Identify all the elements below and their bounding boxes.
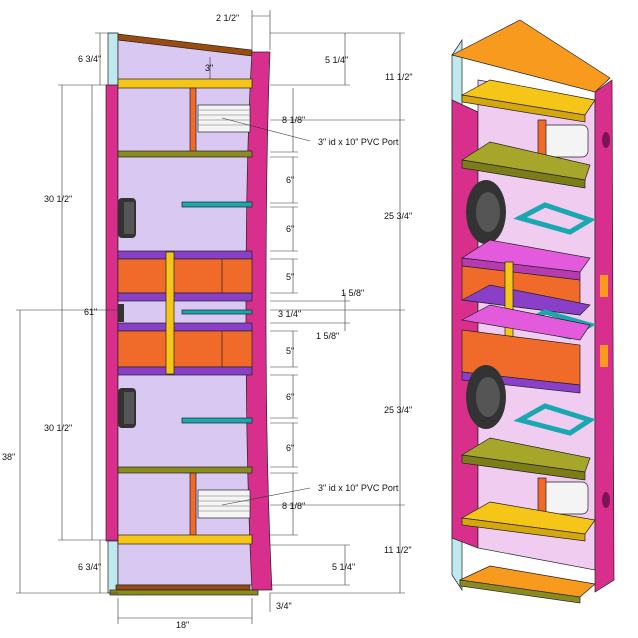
upper-port-divider [189, 87, 197, 153]
label-port-bottom: 3" id x 10" PVC Port [318, 483, 399, 493]
dim-mid-c: 1 5/8" [316, 331, 339, 341]
left-side-panel [105, 84, 119, 542]
lower-brace-shelf [117, 534, 253, 545]
upper-teal-brace [181, 201, 253, 208]
lower-olive-shelf [117, 466, 253, 474]
dim-top-right-a: 5 1/4" [325, 55, 348, 65]
dim-top-offset: 2 1/2" [216, 13, 239, 23]
dim-total-left: 61" [84, 307, 97, 317]
dim-bottom-right-a: 5 1/4" [332, 562, 355, 572]
dim-far-left: 38" [2, 452, 15, 462]
dim-top-left: 6 3/4" [78, 54, 101, 64]
bottom-board [115, 584, 251, 591]
dim-mid-a: 1 5/8" [341, 288, 364, 298]
label-port-top: 3" id x 10" PVC Port [318, 137, 399, 147]
upper-port-ribs [198, 109, 250, 126]
lower-pvc-port [197, 489, 251, 519]
iso-upper-teal-brace [513, 202, 596, 235]
side-section-view [105, 32, 273, 596]
dim-gap-6b: 6" [286, 224, 294, 234]
base-plinth [109, 589, 259, 596]
upper-olive-shelf [117, 150, 253, 158]
dim-gap-6d: 6" [286, 443, 294, 453]
dim-bottom-left: 6 3/4" [78, 562, 101, 572]
lower-midrange-chamber [117, 330, 253, 368]
dim-port-depth-top: 8 1/8" [282, 115, 305, 125]
dim-upper-left: 30 1/2" [44, 194, 72, 204]
tweeter [118, 304, 124, 322]
iso-back-panel [594, 79, 615, 593]
dim-gap-5b: 5" [286, 346, 294, 356]
dim-top-small: 3" [205, 63, 213, 73]
iso-upper-port [539, 124, 589, 158]
dim-gap-6c: 6" [286, 392, 294, 402]
iso-base-plinth [459, 579, 581, 604]
dim-upper-right: 25 3/4" [384, 211, 412, 221]
dim-bottom-right-b: 11 1/2" [384, 545, 412, 555]
iso-lower-teal-brace [513, 403, 596, 436]
dim-top-right-b: 11 1/2" [385, 72, 413, 82]
dimension-lines [16, 10, 405, 624]
dim-gap-5a: 5" [286, 272, 294, 282]
dim-base: 3/4" [276, 601, 292, 611]
center-post [165, 251, 175, 375]
back-panel [245, 51, 273, 591]
dim-mid-b: 3 1/4" [278, 309, 301, 319]
iso-lower-port [539, 481, 589, 515]
dim-width: 18" [176, 620, 189, 630]
upper-brace-shelf [117, 78, 253, 89]
iso-top-panel [451, 19, 611, 93]
lower-teal-brace [181, 417, 253, 424]
dim-lower-right: 25 3/4" [384, 405, 412, 415]
dim-gap-6a: 6" [286, 175, 294, 185]
dim-port-depth-bottom: 8 1/8" [282, 501, 305, 511]
dimension-labels: 2 1/2" 6 3/4" 3" 5 1/4" 11 1/2" 8 1/8" 3… [2, 13, 413, 630]
dim-lower-left: 30 1/2" [44, 423, 72, 433]
center-teal-brace [181, 309, 253, 315]
upper-pvc-port [197, 104, 251, 133]
upper-midrange-chamber [117, 258, 253, 294]
lower-port-divider [189, 472, 197, 538]
isometric-view [451, 19, 615, 604]
